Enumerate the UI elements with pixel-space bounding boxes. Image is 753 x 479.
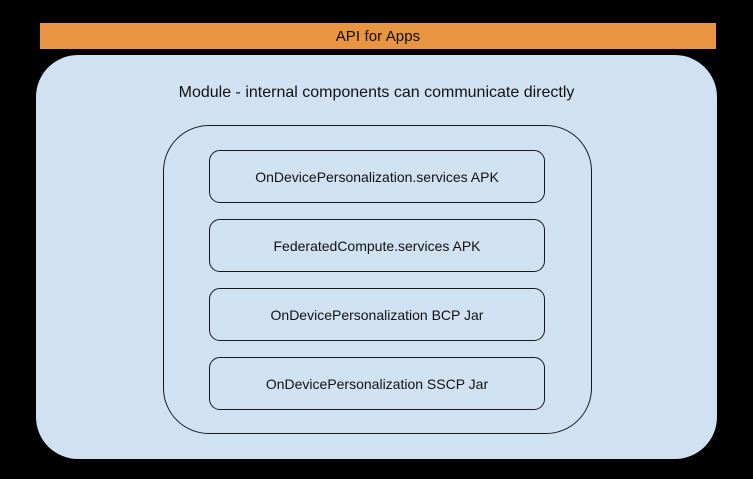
api-for-apps-banner: API for Apps [40, 23, 716, 49]
component-card-label: FederatedCompute.services APK [273, 237, 481, 254]
component-card: OnDevicePersonalization.services APK [209, 150, 545, 203]
component-card: OnDevicePersonalization BCP Jar [209, 288, 545, 341]
component-card-list: OnDevicePersonalization.services APK Fed… [209, 150, 545, 410]
component-card: OnDevicePersonalization SSCP Jar [209, 357, 545, 410]
module-panel: Module - internal components can communi… [36, 55, 717, 459]
component-card: FederatedCompute.services APK [209, 219, 545, 272]
component-card-label: OnDevicePersonalization.services APK [255, 168, 499, 185]
module-panel-caption: Module - internal components can communi… [178, 84, 575, 101]
component-card-label: OnDevicePersonalization SSCP Jar [265, 375, 489, 392]
component-card-label: OnDevicePersonalization BCP Jar [270, 306, 484, 323]
internal-components-group [163, 125, 592, 434]
api-for-apps-banner-label: API for Apps [335, 27, 421, 45]
